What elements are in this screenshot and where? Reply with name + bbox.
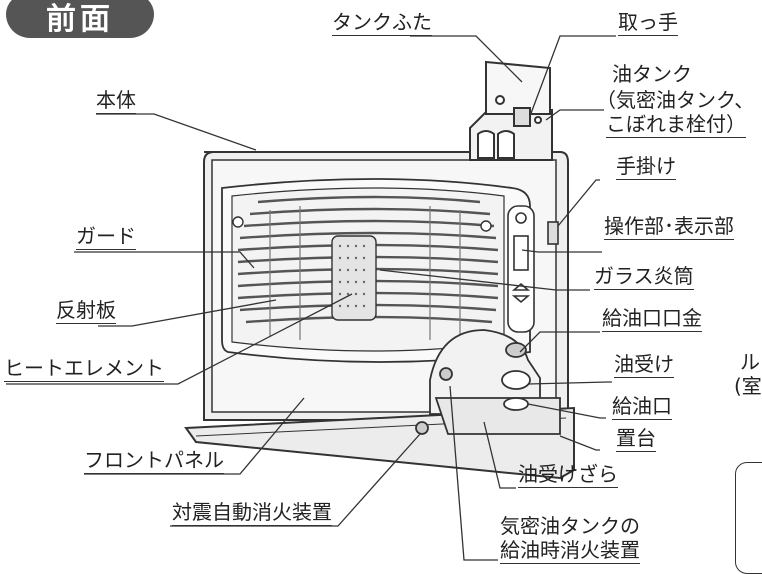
leader-lines [6,35,616,561]
oil-receiver [415,329,561,435]
label-heat-element: ヒートエレメント [4,356,164,382]
label-reflector: 反射板 [56,298,116,324]
label-oil-tank-3: こぼれま栓付） [606,112,746,138]
label-front-panel: フロントパネル [84,448,224,474]
label-airtight-2: 給油時消火装置 [500,538,640,564]
heat-element [331,235,377,321]
heat-element-dots [338,244,366,308]
front-badge: 前面 [6,0,154,38]
note-box [735,462,762,574]
label-oil-tray: 油受けざら [518,462,618,488]
guard-verticals [269,206,461,340]
label-oil-tank-2: （気密油タンク、 [596,88,755,112]
label-airtight-1: 気密油タンクの [500,514,640,538]
oil-tank [469,60,553,161]
label-quake-device: 対震自動消火装置 [172,500,332,526]
control-panel [507,205,559,333]
label-oil-receiver: 油受け [614,352,674,378]
label-body: 本体 [96,88,136,114]
label-handle: 取っ手 [618,10,678,36]
label-cut-right-1: ル [740,350,760,374]
label-glass-chimney: ガラス炎筒 [594,264,694,290]
label-filler-port: 給油口 [612,394,672,420]
label-filler-cap: 給油口口金 [602,306,702,332]
label-tank-lid: タンクふた [332,10,432,36]
label-base: 置台 [616,426,656,452]
label-cut-right-2: (室 [734,374,762,398]
front-badge-wrap: 前面 [0,0,160,44]
label-oil-tank-1: 油タンク [612,62,692,86]
label-hand-grip: 手掛け [616,154,676,180]
label-control: 操作部･表示部 [604,214,734,240]
label-guard: ガード [76,224,136,250]
screws [232,216,492,232]
